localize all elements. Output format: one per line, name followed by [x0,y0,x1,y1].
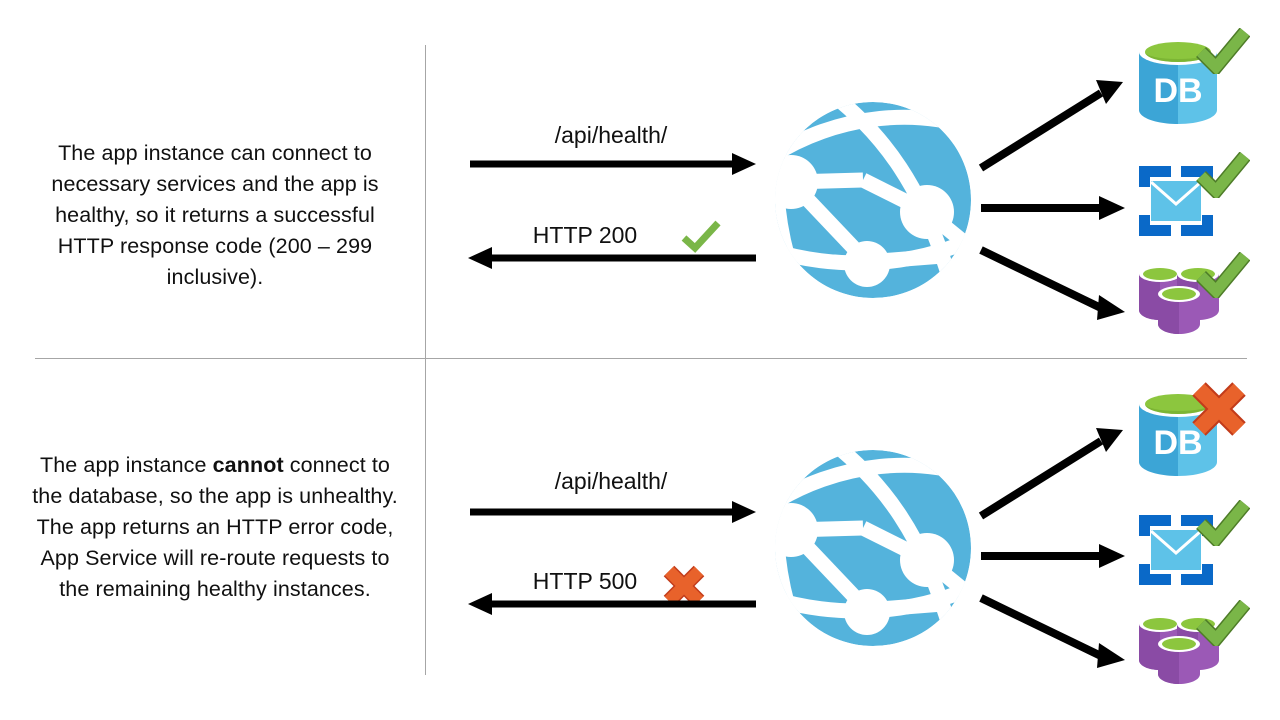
database-label: DB [1153,424,1202,462]
unhealthy-cosmos-green-check-icon [1196,600,1250,646]
arrow-to-database [978,428,1123,520]
healthy-cosmos-db-cluster-icon [1139,266,1219,334]
healthy-database-green-check-icon [1196,28,1250,74]
unhealthy-network-globe-icon [775,450,971,646]
unhealthy-request-arrow [470,501,756,523]
unhealthy-description-emphasis: cannot [212,453,284,477]
arrow-to-mail [981,544,1125,568]
healthy-response-label: HTTP 200 [532,222,638,248]
column-divider-vertical [425,45,426,675]
unhealthy-description-part-3: connect to the database, so the app is u… [32,453,398,601]
unhealthy-description: The app instance cannot connect to the d… [25,450,405,605]
healthy-request-label: /api/health/ [554,122,668,148]
unhealthy-response-arrow [468,593,756,615]
healthy-service-arrows [978,80,1125,320]
healthy-database-icon: DB [1139,39,1217,124]
database-label: DB [1153,72,1202,110]
arrow-to-mail [981,196,1125,220]
healthy-description-text: The app instance can connect to necessar… [51,141,379,289]
healthy-mail-green-check-icon [1196,152,1250,198]
unhealthy-response-orange-cross-icon [663,565,705,607]
healthy-response-arrow [468,247,756,269]
row-divider-horizontal [35,358,1247,359]
unhealthy-response-label: HTTP 500 [532,568,638,594]
unhealthy-database-orange-cross-icon [1192,382,1246,436]
arrow-to-cosmos [979,246,1125,320]
arrow-to-cosmos [979,594,1125,668]
healthy-response-green-check-icon [681,220,721,253]
unhealthy-mail-green-check-icon [1196,500,1250,546]
unhealthy-description-part-1: The app instance [40,453,213,477]
arrow-to-database [978,80,1123,172]
unhealthy-service-arrows [978,428,1125,668]
healthy-network-globe-icon [775,102,971,298]
healthy-cosmos-green-check-icon [1196,252,1250,298]
healthy-request-arrow [470,153,756,175]
healthy-description: The app instance can connect to necessar… [25,138,405,293]
unhealthy-request-label: /api/health/ [554,468,668,494]
